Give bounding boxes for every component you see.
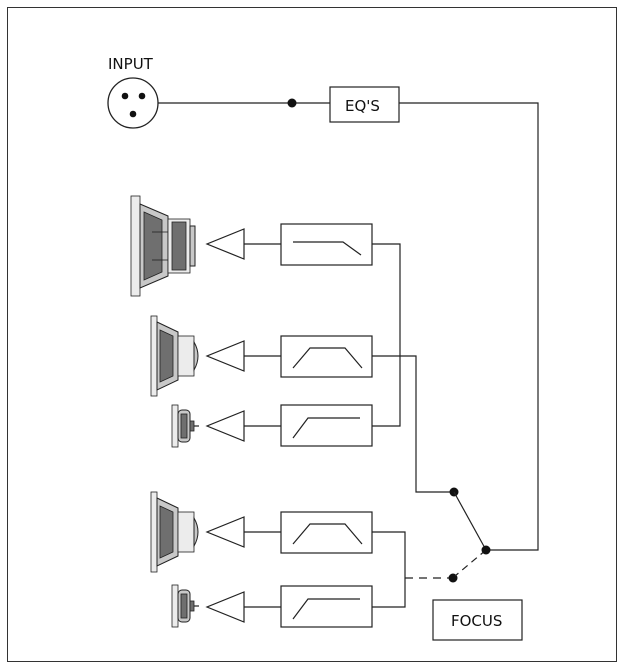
eq-output-line (399, 102, 539, 551)
woofer-speaker-icon (130, 195, 196, 297)
band-pass-curve-icon (292, 523, 363, 545)
low-pass-filter-box (280, 223, 373, 266)
amplifier-triangle-icon (205, 591, 245, 623)
band-pass-filter-box (280, 511, 373, 554)
midrange-speaker-icon (150, 491, 199, 573)
low-pass-curve-icon (293, 241, 362, 256)
focus-box (432, 599, 523, 641)
focus-label: FOCUS (451, 612, 502, 630)
eq-label: EQ'S (345, 97, 380, 115)
high-pass-filter-box (280, 585, 373, 628)
upper-bus-line (372, 243, 401, 427)
junction-dot-eq (287, 98, 297, 108)
xlr-input-connector-icon (107, 77, 159, 129)
upper-group-feed-line (400, 355, 454, 493)
eq-box (329, 86, 400, 123)
lower-bus-line (372, 531, 406, 608)
tweeter-speaker-icon (171, 584, 199, 628)
midrange-speaker-icon (150, 315, 199, 397)
switch-icon (453, 491, 491, 577)
amplifier-triangle-icon (205, 228, 245, 260)
band-pass-curve-icon (292, 347, 363, 369)
diagram-frame (7, 7, 617, 662)
high-pass-filter-box (280, 404, 373, 447)
high-pass-curve-icon (292, 417, 360, 439)
input-label: INPUT (108, 55, 154, 73)
band-pass-filter-box (280, 335, 373, 378)
tweeter-speaker-icon (171, 404, 199, 448)
high-pass-curve-icon (292, 598, 360, 620)
amplifier-triangle-icon (205, 340, 245, 372)
amplifier-triangle-icon (205, 410, 245, 442)
amplifier-triangle-icon (205, 516, 245, 548)
